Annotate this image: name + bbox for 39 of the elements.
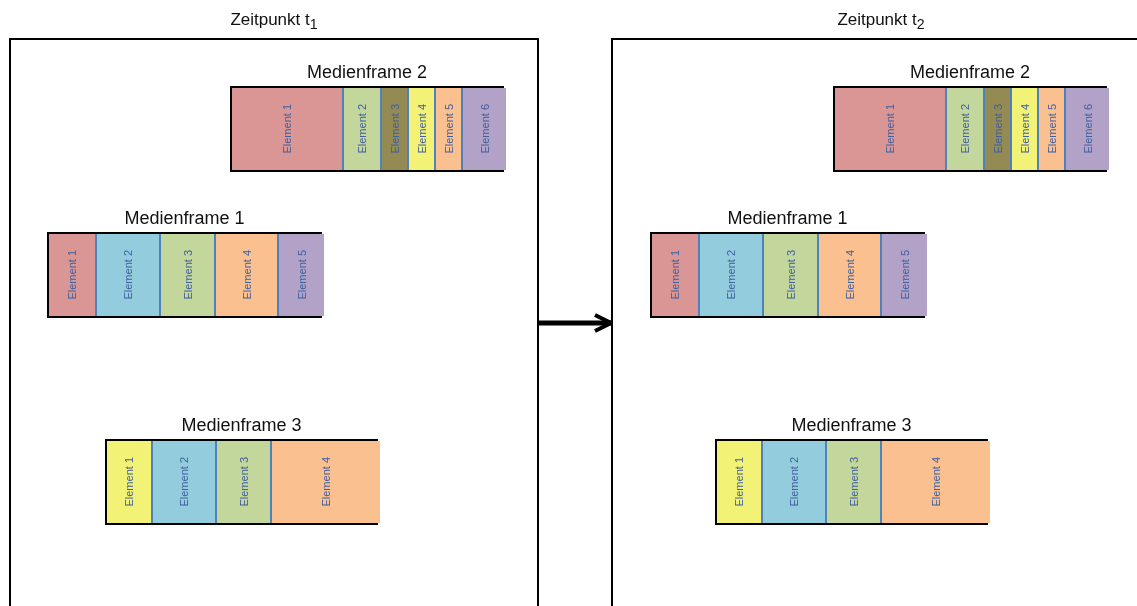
frame-title: Medienframe 1 [727, 207, 848, 230]
frame-title: Medienframe 2 [909, 61, 1031, 84]
element-segment: Element 1 [49, 234, 95, 316]
frame-title: Medienframe 3 [791, 414, 912, 437]
element-segment: Element 5 [1037, 88, 1064, 170]
element-segment: Element 3 [825, 441, 880, 523]
element-segment: Element 4 [817, 234, 880, 316]
element-segment: Element 2 [761, 441, 825, 523]
element-segment: Element 5 [880, 234, 927, 316]
element-segment: Element 2 [151, 441, 215, 523]
element-segment: Element 6 [1064, 88, 1109, 170]
element-segment: Element 1 [835, 88, 945, 170]
element-segment: Element 2 [342, 88, 380, 170]
element-segment: Element 3 [215, 441, 270, 523]
element-segment: Element 1 [652, 234, 698, 316]
panel-title: Zeitpunkt t$_{1}$ [230, 9, 318, 35]
element-segment: Element 1 [107, 441, 151, 523]
frame-title: Medienframe 3 [181, 414, 302, 437]
arrow [539, 313, 613, 333]
frame-title: Medienframe 1 [124, 207, 245, 230]
element-segment: Element 5 [434, 88, 461, 170]
frame-title: Medienframe 2 [306, 61, 428, 84]
element-segment: Element 3 [762, 234, 817, 316]
element-segment: Element 3 [159, 234, 214, 316]
element-segment: Element 1 [717, 441, 761, 523]
element-segment: Element 4 [214, 234, 277, 316]
element-segment: Element 1 [232, 88, 342, 170]
element-segment: Element 2 [698, 234, 762, 316]
element-segment: Element 3 [983, 88, 1010, 170]
element-segment: Element 4 [407, 88, 434, 170]
element-segment: Element 2 [945, 88, 983, 170]
panel-title: Zeitpunkt t$_{2}$ [837, 9, 925, 35]
element-segment: Element 5 [277, 234, 324, 316]
element-segment: Element 2 [95, 234, 159, 316]
element-segment: Element 6 [461, 88, 506, 170]
element-segment: Element 3 [380, 88, 407, 170]
element-segment: Element 4 [1010, 88, 1037, 170]
element-segment: Element 4 [270, 441, 380, 523]
element-segment: Element 4 [880, 441, 990, 523]
